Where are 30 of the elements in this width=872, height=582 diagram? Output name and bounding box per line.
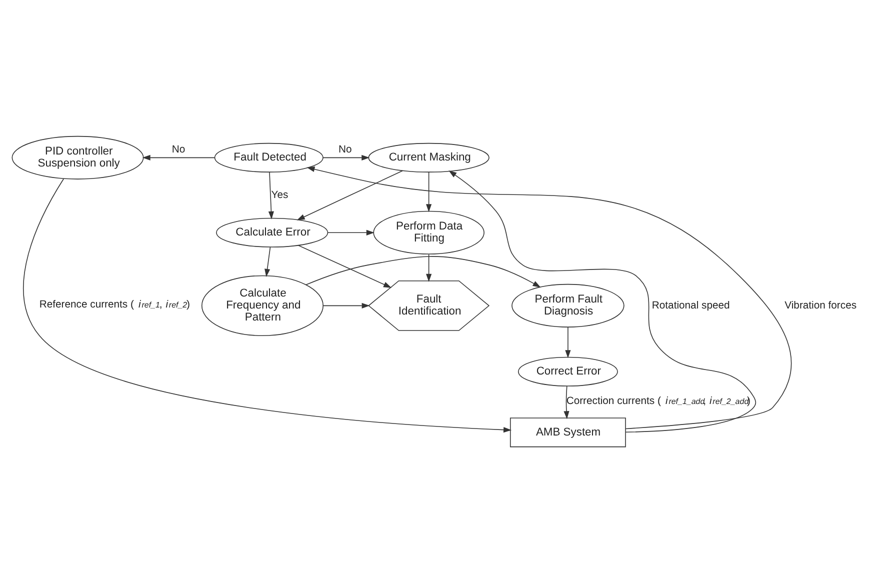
node-ellipse: Perform Fault Diagnosis — [512, 283, 624, 327]
node-ellipse: Perform Data Fitting — [373, 210, 484, 254]
node-ellipse: Calculate Frequency and Pattern — [201, 274, 324, 336]
arrow — [426, 254, 432, 282]
arrow — [23, 178, 512, 432]
edge-label: Yes — [271, 189, 288, 200]
arrow — [298, 244, 392, 288]
arrow — [306, 256, 541, 287]
node-box: AMB System — [510, 417, 626, 447]
arrow — [426, 171, 432, 212]
edge-label: Reference currents (iref_1, iref_2) — [39, 299, 190, 310]
node-ellipse: PID controller Suspension only — [12, 135, 144, 179]
arrow — [322, 302, 370, 308]
arrow — [322, 154, 370, 160]
arrow — [448, 170, 756, 432]
edge-label: Vibration forces — [784, 300, 857, 311]
arrow — [306, 166, 792, 429]
node-ellipse: Current Masking — [368, 142, 490, 172]
arrow — [296, 170, 403, 220]
edge-label: No — [172, 144, 186, 155]
arrow — [564, 385, 570, 419]
edge-label: Rotational speed — [652, 300, 730, 311]
arrow — [327, 229, 374, 235]
edge-label: No — [338, 144, 352, 155]
arrow — [268, 171, 274, 219]
arrow — [142, 154, 216, 160]
node-ellipse: Calculate Error — [216, 217, 328, 247]
arrow — [565, 326, 571, 358]
arrow — [264, 246, 271, 276]
node-ellipse: Correct Error — [518, 356, 618, 386]
